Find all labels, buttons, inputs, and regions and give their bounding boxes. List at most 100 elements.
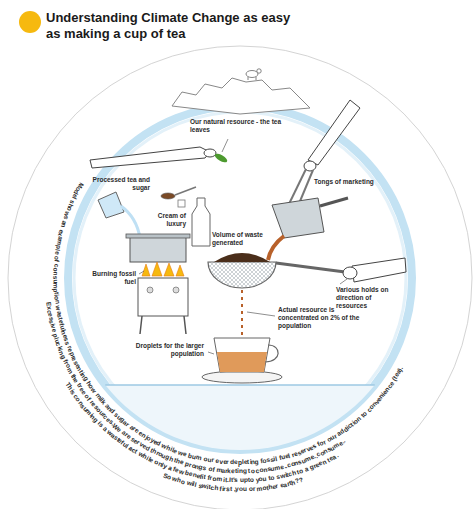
tea-cup: [202, 338, 282, 383]
sieve: [208, 253, 406, 342]
callout-label: Our natural resource - the tea leaves: [190, 118, 285, 134]
arc-letter: u: [52, 279, 59, 283]
arc-letter: l: [288, 453, 291, 460]
arc-letter: m: [216, 476, 222, 483]
arc-letter: i: [237, 468, 239, 475]
arc-letter: e: [182, 451, 187, 458]
callout-label: Actual resource is concentrated on 2% of…: [278, 306, 360, 329]
milk-glass: [98, 192, 140, 238]
leader-lines: [139, 271, 144, 274]
arc-letter: o: [180, 478, 186, 485]
stove: [142, 262, 184, 276]
arc-letter: l: [242, 459, 244, 466]
arc-letter: u: [240, 477, 244, 484]
arc-letter: I: [229, 477, 231, 484]
table-line: [105, 384, 374, 386]
leader-lines: [247, 312, 275, 316]
arc-letter: e: [50, 328, 57, 333]
spoon-sugar: [161, 193, 175, 199]
tea-cup: [217, 352, 267, 372]
arc-letter: r: [252, 486, 255, 493]
milk-glass: [98, 192, 124, 218]
table-segment: [105, 385, 374, 450]
callout-label: Various holds on direction of resources: [336, 286, 402, 309]
arc-letter: n: [52, 271, 59, 275]
spoon-sugar: [175, 187, 196, 195]
iceberg: [172, 69, 310, 114]
title: Understanding Climate Change as easy as …: [46, 10, 296, 43]
left-hand: [213, 152, 228, 164]
iceberg: [246, 71, 258, 78]
arc-letter: o: [248, 486, 252, 493]
arc-letter: o: [299, 467, 305, 474]
sieve: [352, 258, 406, 282]
water-ring: [68, 106, 412, 450]
arc-letter: o: [239, 486, 243, 493]
arc-letter: e: [179, 459, 184, 466]
outer-circle: [8, 46, 472, 509]
sieve: [214, 253, 270, 262]
arc-letter: n: [59, 223, 66, 229]
callout-label: Burning fossil fuel: [80, 270, 136, 286]
arc-letter: w: [178, 468, 185, 476]
arc-letter: r: [226, 459, 229, 466]
sieve: [276, 263, 345, 272]
arc-letter: e: [234, 459, 238, 466]
stove: [147, 287, 153, 293]
arc-letter: s: [52, 275, 59, 279]
callout-label: Droplets for the larger population: [120, 342, 204, 358]
stove: [126, 234, 190, 238]
arc-letter: r: [225, 468, 228, 475]
arc-letter: r: [211, 457, 214, 464]
left-hand: [90, 147, 229, 168]
leader-lines: [208, 352, 214, 354]
callout-label: Processed tea and sugar: [82, 176, 150, 192]
arc-letter: s: [202, 465, 207, 472]
leader-lines: [139, 139, 347, 354]
arc-letter: [232, 486, 234, 493]
left-hand: [90, 147, 210, 168]
stove: [138, 278, 188, 316]
arc-letter: m: [52, 283, 59, 289]
saucepan: [268, 236, 284, 260]
milk-glass: [121, 206, 140, 238]
arc-letter: e: [54, 251, 61, 255]
sieve: [343, 267, 357, 279]
arc-letter: o: [52, 267, 59, 271]
arc-letter: k: [227, 468, 231, 475]
spoon-sugar: [161, 187, 196, 207]
arc-letter: t: [231, 477, 233, 484]
arc-letter: l: [275, 456, 278, 463]
left-hand: [204, 149, 216, 157]
arc-letter: n: [53, 300, 60, 305]
callout-label: Volume of waste generated: [212, 231, 268, 247]
stove: [173, 287, 179, 293]
arc-letter: m: [216, 467, 222, 474]
arc-letter: n: [198, 455, 203, 462]
arc-letter: p: [52, 288, 59, 292]
arc-letter: o: [53, 256, 60, 261]
arc-letter: c: [52, 264, 59, 268]
stove: [130, 236, 186, 262]
arc-letter: g: [242, 468, 246, 475]
iceberg: [248, 77, 256, 80]
stove: [140, 316, 186, 334]
iceberg: [257, 69, 261, 73]
arc-letter: r: [223, 486, 226, 493]
arc-letter: ,: [234, 486, 236, 493]
arc-letter: h: [291, 470, 297, 477]
arc-letter: a: [167, 465, 173, 472]
tea-cup: [214, 338, 270, 372]
arc-letter: s: [234, 477, 238, 484]
saucepan: [272, 198, 324, 238]
arc-letter: [238, 477, 240, 484]
arc-letter: t: [230, 486, 232, 493]
arc-letter: p: [244, 477, 248, 484]
sieve: [241, 290, 243, 342]
saucepan: [268, 198, 348, 260]
arc-letter: t: [203, 474, 206, 481]
saucepan: [320, 198, 348, 206]
iceberg: [172, 78, 310, 114]
arc-letter: ': [233, 477, 235, 484]
